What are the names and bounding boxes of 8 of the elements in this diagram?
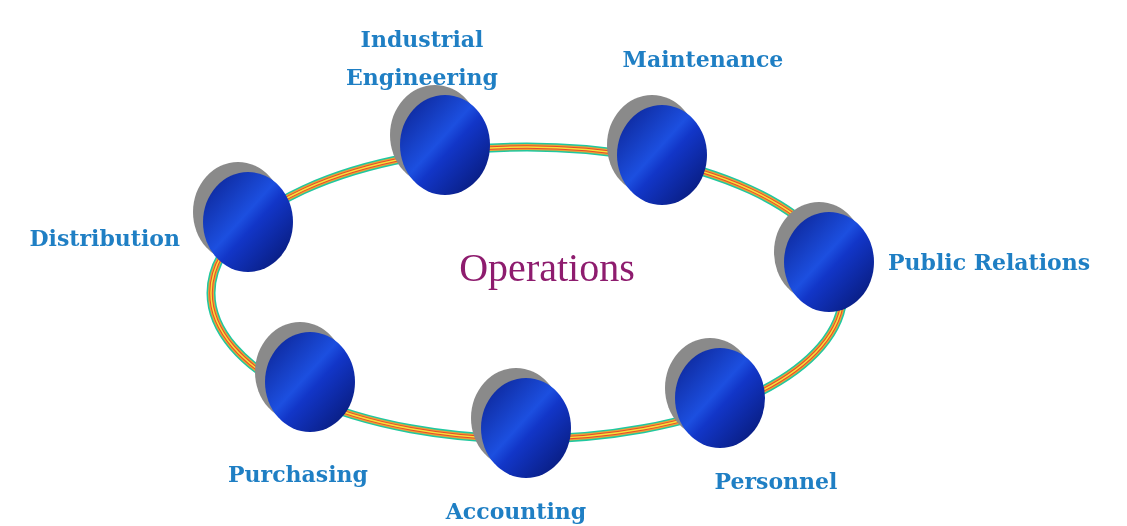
sphere-label: Public Relations bbox=[888, 248, 1091, 277]
sphere-label: Distribution bbox=[28, 224, 180, 253]
center-title: Operations bbox=[459, 243, 635, 291]
sphere-label: Personnel bbox=[713, 467, 839, 496]
sphere-label: Purchasing bbox=[227, 460, 369, 489]
sphere-label: Accounting bbox=[444, 497, 588, 526]
sphere-label: Maintenance bbox=[621, 45, 785, 74]
sphere-label: Industrial Engineering bbox=[345, 25, 499, 92]
